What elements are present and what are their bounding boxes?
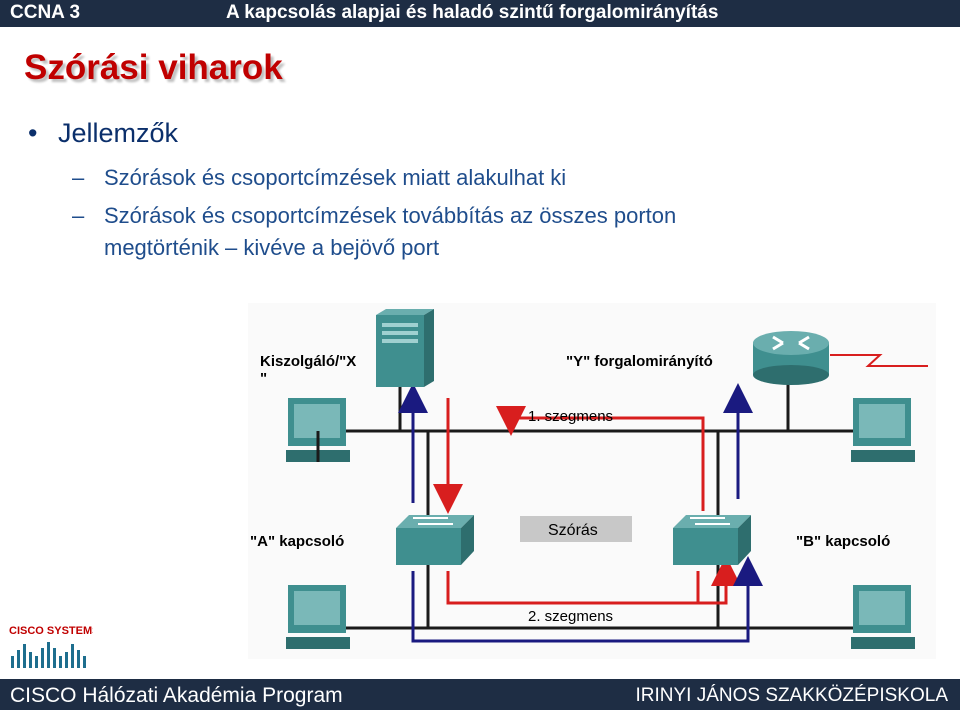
subbullet-2-continuation: megtörténik – kivéve a bejövő port [104,235,440,260]
segment-1-label: 1. szegmens [528,408,613,425]
computer-icon [286,585,350,649]
broadcast-path-blue [398,383,763,643]
serial-link [830,354,928,367]
bullet-dot-icon: • [28,118,38,148]
computer-icon [851,398,915,462]
switch-b-label: "B" kapcsoló [796,533,890,550]
subbullet-2: –Szórások és csoportcímzések továbbítás … [72,200,676,264]
footer-bar: CISCO Hálózati Akadémia Program IRINYI J… [0,679,960,710]
switch-a-icon [396,515,474,565]
broadcast-label: Szórás [548,522,598,539]
segment-1-cable [318,381,888,528]
dash-icon: – [72,203,85,228]
server-label-continuation: " [260,370,267,387]
router-label: "Y" forgalomirányító [566,353,713,370]
computer-icon [286,398,350,462]
computer-icon [851,585,915,649]
footer-program: CISCO Hálózati Akadémia Program [10,684,343,707]
server-icon [376,309,434,387]
header-bar: CCNA 3 A kapcsolás alapjai és haladó szi… [0,0,960,27]
subbullet-2-text: Szórások és csoportcímzések továbbítás a… [104,203,677,228]
bullet-text: Jellemzők [58,118,179,148]
switch-a-label: "A" kapcsoló [250,533,344,550]
subbullet-1-text: Szórások és csoportcímzések miatt alakul… [104,165,567,190]
server-label: Kiszolgáló/"X [260,353,356,370]
logo-text: CISCO SYSTEMS [9,625,93,637]
segment-2-label: 2. szegmens [528,608,613,625]
slide-title: Szórási viharok [24,48,283,87]
course-name: CCNA 3 [10,2,81,23]
broadcast-box [520,516,632,542]
network-diagram: Szórás Kiszolgáló/"X " "Y" forgalomirány… [248,303,936,659]
subbullet-1: –Szórások és csoportcímzések miatt alaku… [72,162,566,194]
broadcast-path-red [433,398,741,605]
bullet-item: • Jellemzők [28,118,178,149]
footer-school: IRINYI JÁNOS SZAKKÖZÉPISKOLA [635,685,948,706]
cisco-logo: CISCO SYSTEMS [9,622,99,672]
switch-b-icon [673,515,751,565]
router-icon [753,331,829,385]
course-subtitle: A kapcsolás alapjai és haladó szintű for… [226,2,719,23]
dash-icon: – [72,165,85,190]
